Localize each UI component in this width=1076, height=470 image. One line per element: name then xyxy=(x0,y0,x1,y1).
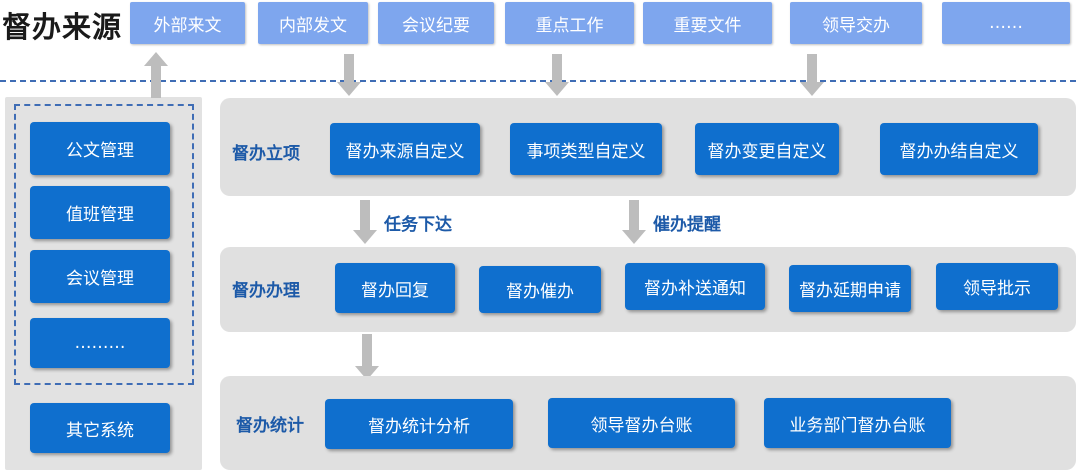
system-other: 其它系统 xyxy=(30,403,170,453)
diagram-title: 督办来源 xyxy=(2,10,123,44)
system-meeting-management: 会议管理 xyxy=(30,250,170,303)
source-leader-assigned: 领导交办 xyxy=(790,2,922,44)
source-important-files: 重要文件 xyxy=(643,2,772,44)
custom-completion-button: 督办办结自定义 xyxy=(880,123,1038,175)
arrow-up-icon xyxy=(144,52,168,98)
custom-source-button: 督办来源自定义 xyxy=(330,123,480,175)
reply-button: 督办回复 xyxy=(335,263,455,313)
section-label-setup: 督办立项 xyxy=(232,144,300,164)
statistics-analysis-button: 督办统计分析 xyxy=(325,399,513,449)
left-systems-group xyxy=(14,104,194,385)
source-internal-docs: 内部发文 xyxy=(258,2,368,44)
leader-instruction-button: 领导批示 xyxy=(936,263,1058,310)
arrow-down-icon xyxy=(800,54,824,96)
custom-item-type-button: 事项类型自定义 xyxy=(510,123,662,175)
extension-request-button: 督办延期申请 xyxy=(789,265,911,312)
section-label-statistics: 督办统计 xyxy=(236,416,304,436)
source-more: …… xyxy=(942,2,1070,44)
leader-ledger-button: 领导督办台账 xyxy=(548,398,735,448)
source-meeting-minutes: 会议纪要 xyxy=(378,2,494,44)
flow-label-reminder: 催办提醒 xyxy=(653,215,721,235)
supplementary-notice-button: 督办补送通知 xyxy=(625,263,765,310)
flow-label-task-assign: 任务下达 xyxy=(384,215,452,235)
source-key-work: 重点工作 xyxy=(505,2,634,44)
system-more: ……… xyxy=(30,318,170,368)
custom-change-button: 督办变更自定义 xyxy=(695,123,839,175)
arrow-down-icon xyxy=(545,54,569,96)
arrow-down-icon xyxy=(353,200,377,244)
divider-dashed xyxy=(0,80,1076,82)
arrow-down-icon xyxy=(355,334,379,380)
department-ledger-button: 业务部门督办台账 xyxy=(764,398,951,448)
system-document-management: 公文管理 xyxy=(30,122,170,175)
urge-button: 督办催办 xyxy=(479,266,601,313)
arrow-down-icon xyxy=(337,54,361,96)
section-label-processing: 督办办理 xyxy=(232,281,300,301)
system-duty-management: 值班管理 xyxy=(30,186,170,239)
source-external-docs: 外部来文 xyxy=(130,2,245,44)
arrow-down-icon xyxy=(622,200,646,244)
